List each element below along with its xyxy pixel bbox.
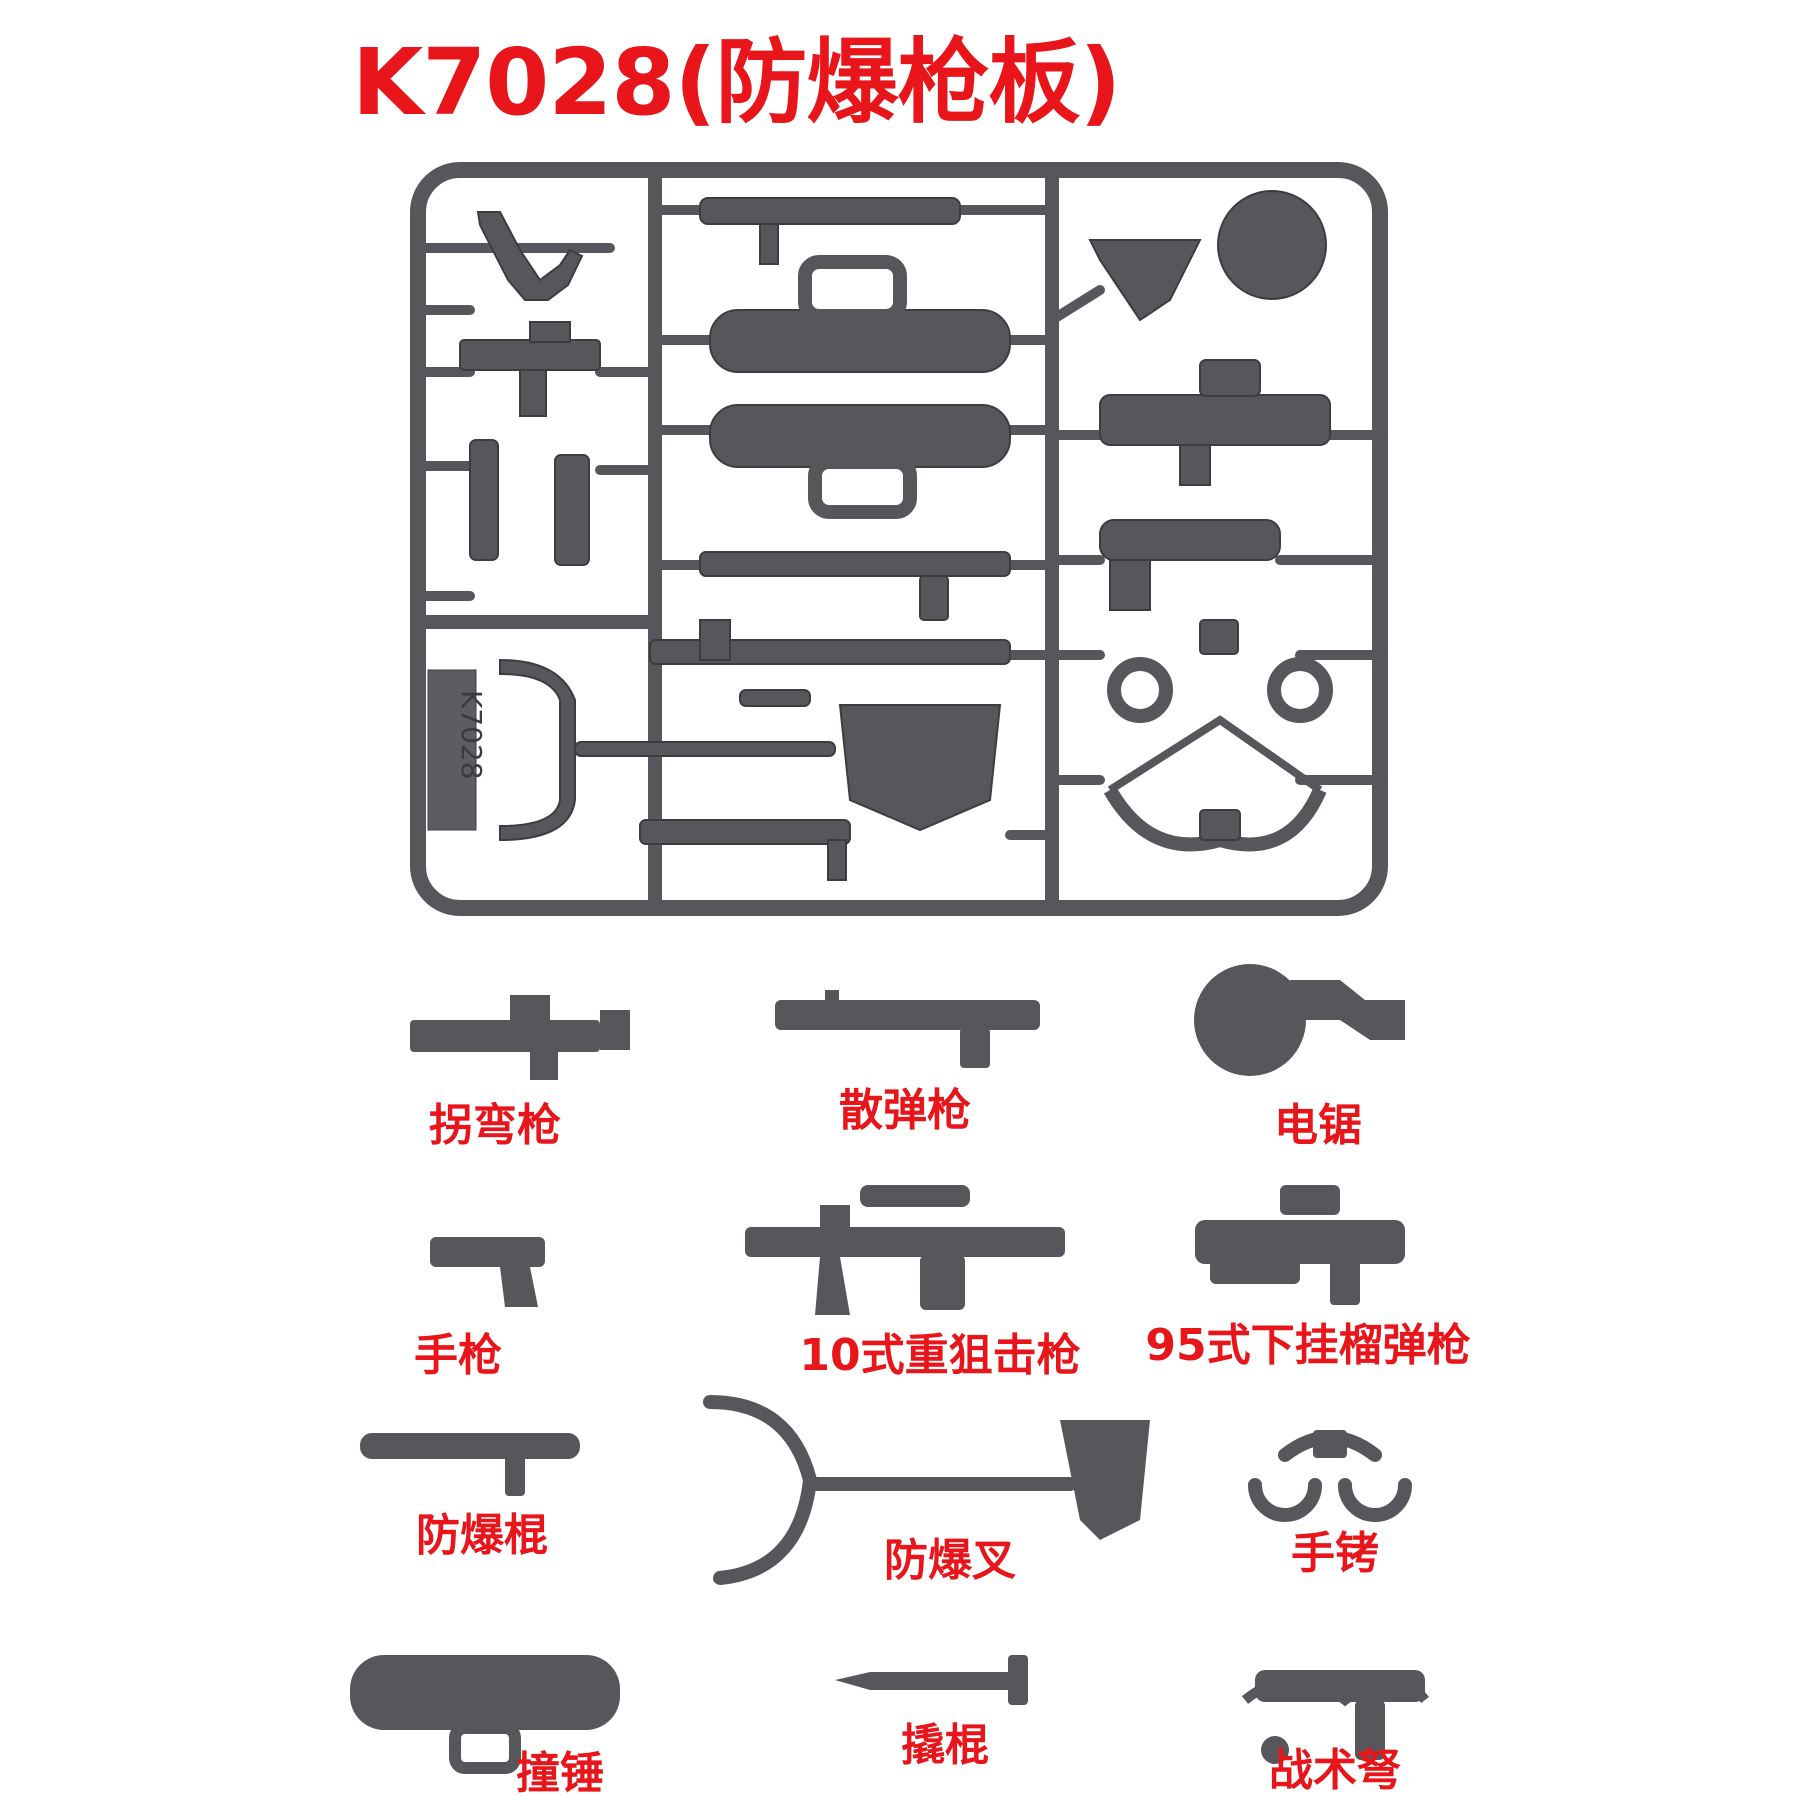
part-label: 拐弯枪 xyxy=(429,1100,561,1151)
part-label: 10式重狙击枪 xyxy=(799,1330,1081,1381)
page-title: K7028(防爆枪板) xyxy=(352,29,1121,136)
part-label: 95式下挂榴弹枪 xyxy=(1145,1320,1471,1371)
restraint-fork-icon xyxy=(703,1395,1150,1585)
crossbow-icon xyxy=(1241,1670,1429,1764)
pistol-icon xyxy=(430,1237,545,1307)
part-label: 防爆叉 xyxy=(884,1535,1016,1586)
circular-saw-icon xyxy=(1194,964,1405,1076)
part-label: 电锯 xyxy=(1274,1100,1362,1151)
part-label: 防爆棍 xyxy=(416,1510,548,1561)
rifle-grenade-launcher-icon xyxy=(1195,1185,1405,1305)
part-label: 散弹枪 xyxy=(839,1085,971,1136)
part-label: 撬棍 xyxy=(901,1720,989,1771)
shotgun-icon xyxy=(775,990,1040,1068)
part-label: 手铐 xyxy=(1291,1528,1379,1579)
handcuffs-icon xyxy=(1248,1430,1412,1522)
part-label: 撞锤 xyxy=(516,1748,604,1799)
heavy-sniper-rifle-icon xyxy=(745,1185,1065,1315)
corner-shot-gun-icon xyxy=(410,995,630,1080)
part-label: 手枪 xyxy=(414,1330,502,1381)
sprue-code-tag: K7028 xyxy=(455,690,488,780)
battering-ram-icon xyxy=(350,1655,620,1774)
riot-baton-icon xyxy=(360,1433,580,1496)
crowbar-icon xyxy=(835,1655,1028,1705)
part-label: 战术弩 xyxy=(1269,1745,1401,1796)
